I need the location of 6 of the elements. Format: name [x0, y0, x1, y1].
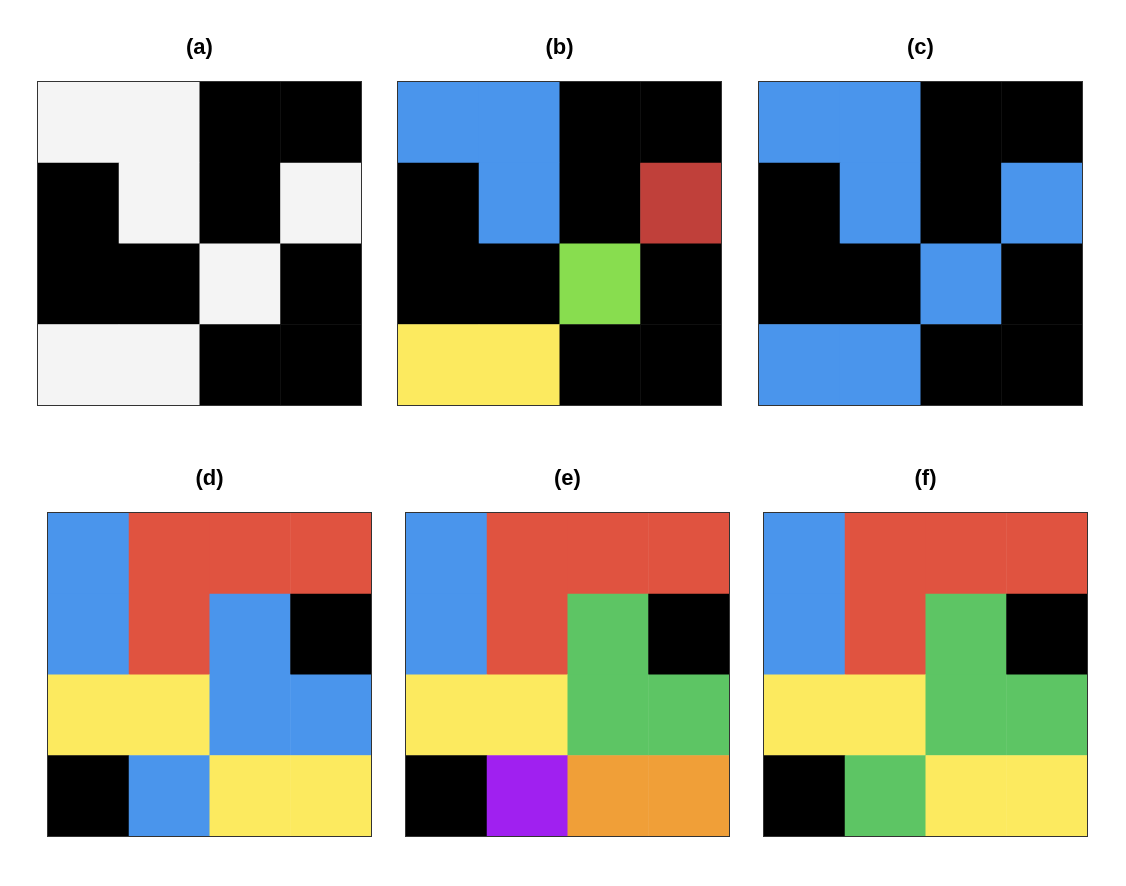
panel-label: (c)	[906, 34, 935, 60]
panel-label: (a)	[185, 34, 214, 60]
panel-label: (f)	[913, 465, 938, 491]
panel-label: (b)	[544, 34, 575, 60]
panel-label: (e)	[553, 465, 582, 491]
panel-label: (d)	[194, 465, 225, 491]
